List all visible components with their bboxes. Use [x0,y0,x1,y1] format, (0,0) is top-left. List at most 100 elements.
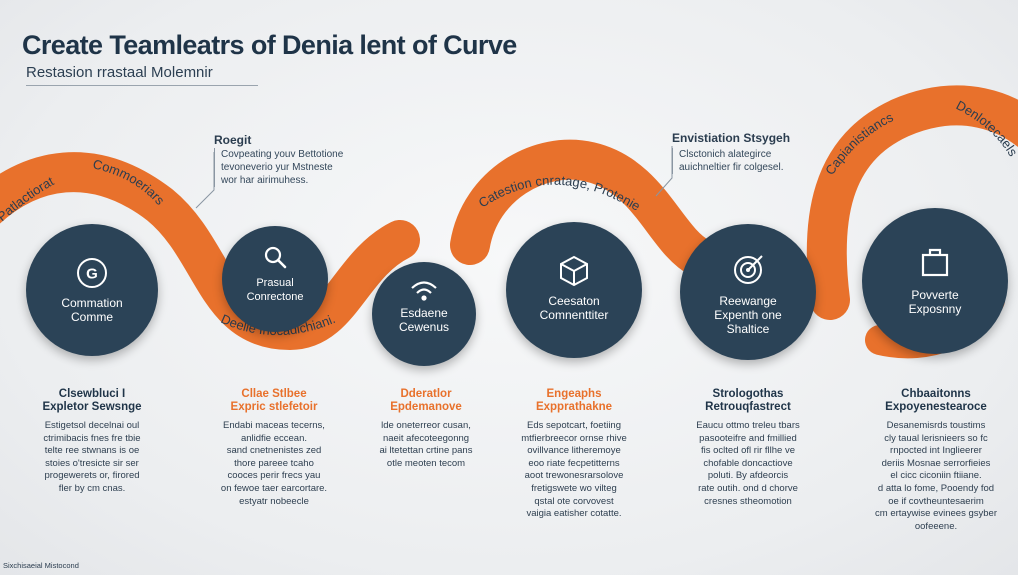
wifi-signal-icon [372,276,476,309]
column-title-line: Dderatlor [400,388,452,400]
stage-node-label: Reewange Expenth one Shaltice [688,294,808,336]
column-line: ctrimibacis fnes fre tbie [43,432,141,444]
column-line: ai ltetettan crtine pans [379,445,473,457]
column-body-6: Desanemisrds toustims cly taual lerisnie… [866,420,1006,533]
column-line: ovillvance litheremoye [527,445,621,457]
stage-node-label: Prasual Conrectone [230,276,320,304]
stage-node-label: Ceesaton Comnenttiter [514,294,634,322]
stage-node-label: Esdaene Cewenus [380,306,468,334]
column-body-4: Eds sepotcart, foetiing mtfierbreecor or… [504,420,644,521]
column-line: pasooteifre and fmillied [699,432,797,444]
node-label-line: Conrectone [246,291,304,303]
column-line: aoot trewonesrarsolove [524,470,624,482]
node-label-line: Commation [61,296,123,310]
column-line: Desanemisrds toustims [886,420,986,431]
page-title: Create Teamleatrs of Denia lent of Curve [22,30,517,60]
column-title-line: Cllae Stlbee [241,388,307,400]
stage-node-1[interactable]: G Commation Comme [26,224,158,356]
column-title-2: Cllae Stlbee Expric stlefetoir [204,388,344,414]
column-line: otle meoten tecom [386,457,466,469]
column-line: lde oneterreor cusan, [381,420,471,431]
column-line: mtfierbreecor ornse rhive [521,432,627,444]
node-label-line: Comme [70,310,113,324]
stage-node-3[interactable]: Esdaene Cewenus [372,262,476,366]
column-line: rate outih. ond d chorve [698,482,798,494]
node-label-line: Povverte [911,288,959,302]
stage-node-label: Commation Comme [34,296,150,324]
callout-body-right: Clsctonich alategirce auichneltier fir c… [672,148,819,174]
column-body-5: Eaucu ottmo treleu tbars pasooteifre and… [678,420,818,508]
column-line: cm ertaywise evinees gsyber [875,508,997,520]
callout-line: wor har airimuhess. [221,175,309,186]
column-line: deriis Mosnae serrorfieies [881,457,991,469]
callout-title-left: Roegit [214,133,252,147]
column-title-line: Chbaaitonns [901,388,971,400]
node-label-line: Esdaene [400,306,448,320]
column-line: el cicc ciconiin ftiiane. [890,470,982,482]
column-line: eoo riate fecpetitterns [528,457,620,469]
band-segment-center [450,139,720,278]
column-line: chofable doncactiove [703,457,793,469]
column-title-line: Epdemanove [390,401,462,413]
column-line: rnpocted int Inglieerer [890,445,982,457]
page-subtitle: Restasion rrastaal Molemnir [26,64,258,86]
column-title-line: Expoyenestearoce [885,401,987,413]
node-label-line: Exposnny [908,302,962,316]
callout-title-right: Envistiation Stsygeh [672,131,791,145]
band-segment-left [0,152,420,351]
column-line: d atta lo fome, Pooendy fod [877,482,995,494]
column-line: Eaucu ottmo treleu tbars [696,420,800,431]
column-line: anlidfie eccean. [240,432,308,444]
column-line: naeit afecoteegonng [382,432,470,444]
callout-connector-left [195,152,215,209]
column-title-3: Dderatlor Epdemanove [356,388,496,414]
column-line: estyatr nobeecle [239,495,309,507]
svg-text:G: G [86,266,98,283]
column-line: thore pareee tcaho [234,457,314,469]
footer-text: Sixchisaeial Mistocond [3,561,79,570]
column-title-line: Engeaphs [546,388,602,400]
node-label-line: Ceesaton [548,294,600,308]
column-title-5: Strologothas Retrouqfastrect [678,388,818,414]
column-line: cly taual lerisnieers so fc [884,432,988,444]
column-line: fis oclted ofl rir fllhe ve [701,445,795,457]
column-line: progewerets or, firored [44,470,140,482]
column-body-1: Estigetsol decelnai oul ctrimibacis fnes… [22,420,162,496]
stage-node-5[interactable]: Reewange Expenth one Shaltice [680,224,816,360]
column-title-line: Expletor Sewsnge [42,401,142,413]
column-line: telte ree stwnans is oe [44,445,140,457]
column-line: fler by cm cnas. [58,482,126,494]
magnifier-icon [222,244,328,275]
column-line: fretigswete wo vilteg [531,482,617,494]
stage-node-label: Povverte Exposnny [870,288,1000,316]
column-line: qstal ote corvovest [534,495,614,507]
g-circle-icon: G [26,256,158,295]
column-line: Eds sepotcart, foetiing [527,420,621,431]
column-line: cooces perir frecs yau [227,470,321,482]
column-title-line: Retrouqfastrect [705,401,791,413]
column-line: sand cnetnenistes zed [226,445,322,457]
node-label-line: Comnenttiter [539,308,609,322]
column-body-2: Endabi maceas tecerns, anlidfie eccean. … [204,420,344,508]
column-title-line: Strologothas [712,388,784,400]
callout-line: tevoneverio yur Mstneste [221,162,333,173]
bag-icon [862,246,1008,283]
node-label-line: Cewenus [398,320,450,334]
column-line: vaigia eatisher cotatte. [526,508,622,520]
column-line: on fewoe taer earcortare. [220,482,328,494]
node-label-line: Prasual [256,277,294,289]
band-segment-right [806,85,1018,320]
column-line: stoies o'tresicte sir ser [45,457,139,469]
column-title-6: Chbaaitonns Expoyenestearoce [866,388,1006,414]
stage-node-2[interactable]: Prasual Conrectone [222,226,328,332]
stage-node-6[interactable]: Povverte Exposnny [862,208,1008,354]
column-line: Endabi maceas tecerns, [223,420,325,431]
node-label-line: Reewange [719,294,777,308]
column-line: oe if covtheuntesaerim [888,495,984,507]
node-label-line: Shaltice [726,322,770,336]
stage-node-4[interactable]: Ceesaton Comnenttiter [506,222,642,358]
callout-body-left: Covpeating youv Bettotione tevoneverio y… [214,148,381,187]
column-title-line: Expric stlefetoir [230,401,318,413]
column-title-1: Clsewbluci I Expletor Sewsnge [22,388,162,414]
